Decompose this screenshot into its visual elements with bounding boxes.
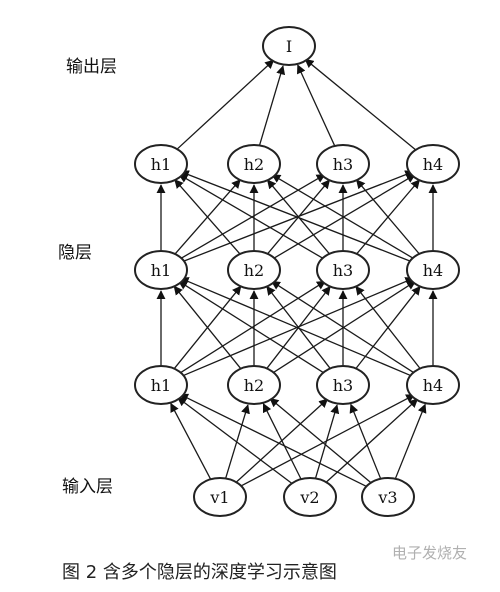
input-layer-label: 输入层	[62, 477, 113, 497]
hidden-bottom-node-4: h4	[406, 365, 460, 405]
hidden-bottom-node-label: h3	[333, 376, 353, 395]
edge-hidden-bottom-2-to-hidden-mid-1	[173, 285, 242, 370]
edge-hidden-mid-4-to-hidden-top-1	[179, 170, 415, 264]
watermark: 电子发烧友	[392, 544, 467, 562]
edge-input-3-to-hidden-bottom-1	[179, 393, 371, 489]
output-node-1: I	[262, 26, 316, 66]
input-node-label: v2	[299, 488, 319, 507]
network-nodes: Ih1 h2 h3 h4 h1 h2 h3 h4 h1 h2 h3 h4 v1 v2 v3	[134, 26, 460, 517]
figure-caption: 图 2 含多个隐层的深度学习示意图	[62, 562, 337, 583]
hidden-top-node-label: h4	[423, 155, 443, 174]
hidden-bottom-node-3: h3	[316, 365, 370, 405]
hidden-mid-node-label: h3	[333, 261, 353, 280]
hidden-mid-node-label: h1	[151, 261, 171, 280]
connection-edges	[156, 58, 438, 489]
hidden-mid-node-4: h4	[406, 250, 460, 290]
output-node-label: I	[286, 37, 292, 56]
edge-input-3-to-hidden-bottom-3	[349, 403, 382, 479]
hidden-bottom-node-label: h1	[151, 376, 171, 395]
edge-input-1-to-hidden-bottom-3	[234, 398, 329, 485]
hidden-top-node-1: h1	[134, 144, 188, 184]
edge-input-2-to-hidden-bottom-2	[262, 402, 302, 480]
hidden-top-node-label: h1	[151, 155, 171, 174]
hidden-top-node-label: h2	[244, 155, 264, 174]
hidden-layer-label: 隐层	[58, 243, 92, 263]
hidden-top-node-3: h3	[316, 144, 370, 184]
edge-hidden-top-3-to-output-1	[297, 64, 336, 147]
hidden-mid-node-2: h2	[227, 250, 281, 290]
hidden-mid-node-label: h2	[244, 261, 264, 280]
edge-input-1-to-hidden-bottom-1	[170, 402, 212, 480]
hidden-bottom-node-label: h4	[423, 376, 443, 395]
edge-hidden-mid-2-to-hidden-top-1	[174, 179, 242, 256]
hidden-top-node-2: h2	[227, 144, 281, 184]
edge-hidden-top-4-to-output-1	[304, 58, 418, 152]
edge-hidden-bottom-4-to-hidden-mid-2	[270, 280, 417, 375]
edge-input-2-to-hidden-bottom-1	[177, 397, 295, 486]
input-node-3: v3	[361, 477, 415, 517]
edge-hidden-top-2-to-output-1	[259, 65, 286, 146]
output-layer-label: 输出层	[66, 57, 117, 77]
edge-hidden-bottom-4-to-hidden-mid-3	[355, 285, 422, 370]
hidden-top-node-label: h3	[333, 155, 353, 174]
edge-input-3-to-hidden-bottom-2	[269, 397, 374, 485]
hidden-bottom-node-1: h1	[134, 365, 188, 405]
edge-hidden-bottom-3-to-hidden-mid-1	[177, 280, 327, 375]
edge-hidden-bottom-4-to-hidden-mid-1	[179, 277, 415, 378]
edge-input-2-to-hidden-bottom-4	[324, 398, 419, 485]
edge-hidden-mid-4-to-hidden-top-3	[356, 179, 421, 256]
edge-hidden-mid-3-to-hidden-top-1	[178, 174, 327, 261]
hidden-bottom-node-2: h2	[227, 365, 281, 405]
hidden-bottom-node-label: h2	[244, 376, 264, 395]
edge-hidden-top-1-to-output-1	[175, 59, 275, 151]
hidden-mid-node-1: h1	[134, 250, 188, 290]
edge-input-3-to-hidden-bottom-4	[394, 403, 427, 479]
edge-input-2-to-hidden-bottom-3	[315, 404, 340, 478]
hidden-mid-node-label: h4	[423, 261, 443, 280]
input-node-2: v2	[283, 477, 337, 517]
edge-hidden-mid-4-to-hidden-top-2	[271, 174, 417, 261]
input-node-label: v3	[377, 488, 397, 507]
input-node-label: v1	[209, 488, 229, 507]
hidden-top-node-4: h4	[406, 144, 460, 184]
input-node-1: v1	[193, 477, 247, 517]
hidden-mid-node-3: h3	[316, 250, 370, 290]
